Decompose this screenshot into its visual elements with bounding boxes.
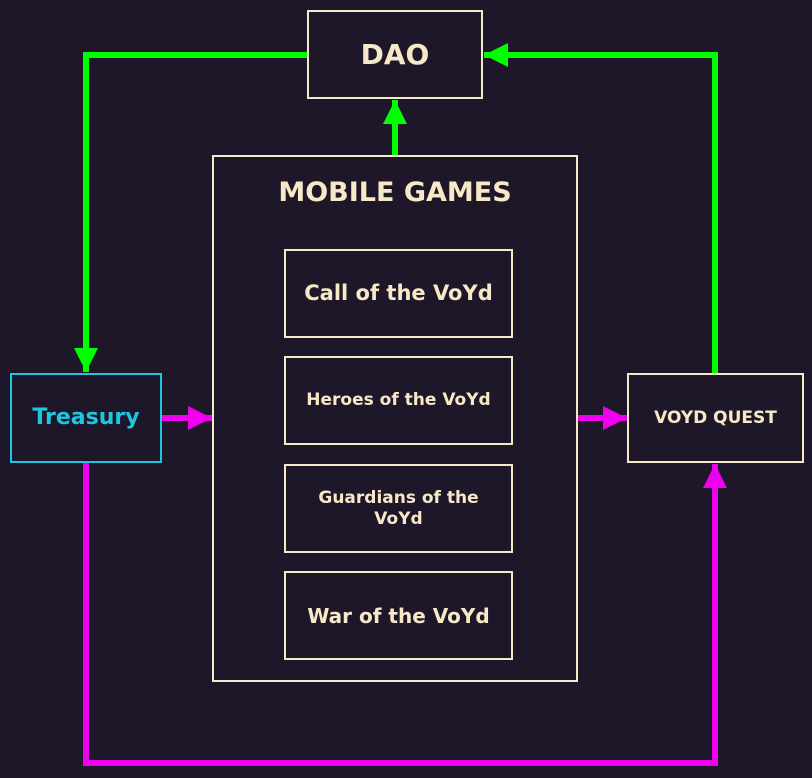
mobile-games-group: MOBILE GAMES (212, 155, 578, 682)
dao-node: DAO (307, 10, 483, 99)
dao-label: DAO (360, 37, 430, 71)
game-label: Heroes of the VoYd (306, 390, 491, 411)
treasury-label: Treasury (32, 404, 140, 430)
arrow-voyd-quest-to-dao (484, 43, 718, 373)
game-label: Guardians of the VoYd (318, 488, 479, 529)
voyd-quest-node: VOYD QUEST (627, 373, 804, 463)
arrow-treasury-to-voyd-quest (83, 463, 727, 766)
game-label: War of the VoYd (307, 603, 490, 628)
mobile-games-title: MOBILE GAMES (278, 177, 512, 208)
game-node-guardians-of-the-voyd: Guardians of the VoYd (284, 464, 513, 553)
game-node-call-of-the-voyd: Call of the VoYd (284, 249, 513, 338)
voyd-quest-label: VOYD QUEST (654, 407, 777, 428)
treasury-node: Treasury (10, 373, 162, 463)
game-node-heroes-of-the-voyd: Heroes of the VoYd (284, 356, 513, 445)
arrow-dao-to-treasury (74, 52, 307, 372)
game-node-war-of-the-voyd: War of the VoYd (284, 571, 513, 660)
game-label: Call of the VoYd (304, 280, 493, 305)
